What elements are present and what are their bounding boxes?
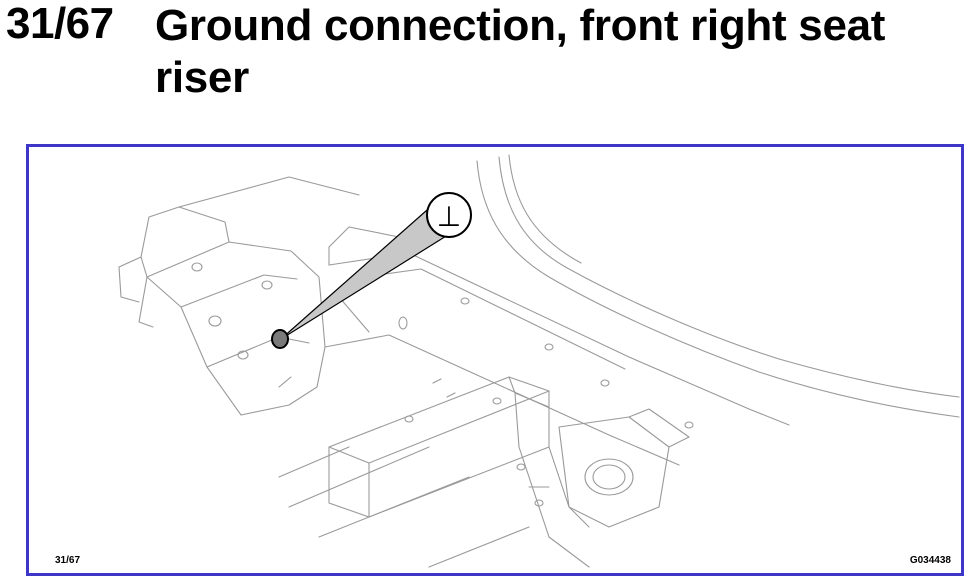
bracket-hole [208, 315, 222, 327]
page-heading: 31/67 Ground connection, front right sea… [0, 0, 976, 110]
rear-bracket [558, 416, 670, 528]
pillar-outline [476, 160, 960, 418]
riser-support [514, 392, 590, 568]
floor-rail-lower [324, 334, 680, 466]
ground-point-marker [271, 329, 289, 349]
seat-riser-crossmember [328, 376, 550, 518]
section-number: 31/67 [6, 0, 114, 48]
figure-page-ref: 31/67 [55, 555, 81, 566]
page-title: Ground connection, front right seat rise… [155, 1, 886, 102]
figure-frame: ⊥ 31/67 G034438 [26, 144, 964, 576]
rear-bracket-hole [584, 458, 634, 496]
ground-callout-circle [426, 192, 472, 238]
seat-riser-illustration: ⊥ [118, 154, 960, 568]
riser-bracket [146, 241, 326, 416]
pillar-outline-inner-2 [508, 154, 582, 264]
ground-symbol-icon: ⊥ [437, 200, 461, 233]
figure-image-code: G034438 [909, 555, 951, 566]
pillar-outline-inner [498, 156, 960, 398]
